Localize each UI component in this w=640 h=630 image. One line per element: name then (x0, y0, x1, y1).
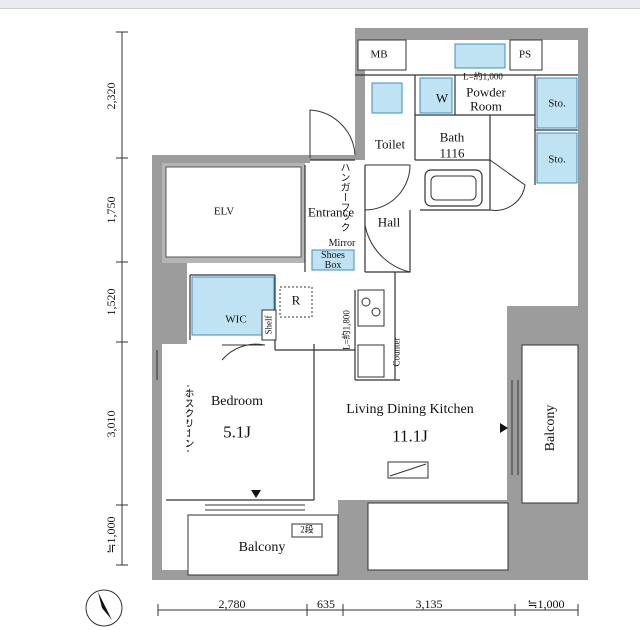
north-compass-icon (85, 589, 123, 627)
toilet-fixture (371, 82, 403, 114)
dim-horizontal-4: ≒1,000 (527, 597, 565, 611)
wall-bottom-mid (338, 500, 368, 580)
entry-arrow-bed (251, 490, 261, 498)
label-powder-length: L=約1,000 (463, 71, 503, 82)
mb-room (357, 39, 407, 71)
dim-horizontal-2: 635 (317, 597, 335, 611)
wic-shelf-area (191, 276, 275, 336)
balcony-right-area (521, 344, 579, 504)
refrigerator-box (279, 286, 313, 318)
label-sto-2: Sto. (548, 153, 566, 166)
dim-vertical-3: 1,520 (104, 288, 118, 316)
browser-top-strip (0, 0, 640, 9)
label-elv: ELV (213, 205, 235, 218)
label-mirror: Mirror (328, 238, 356, 249)
label-sto-1: Sto. (548, 97, 566, 110)
ps-room (509, 39, 543, 71)
label-ps: PS (518, 48, 532, 61)
shoes-box (311, 249, 355, 271)
dim-horizontal-1: 2,780 (218, 597, 246, 611)
sto-bottom (536, 132, 578, 184)
label-w: W (435, 90, 449, 106)
wall-right-lower (578, 306, 588, 580)
powder-sink (454, 43, 506, 69)
label-shoes-1: Shoes (321, 250, 345, 261)
dim-horizontal-3: 3,135 (415, 597, 443, 611)
label-toilet: Toilet (374, 136, 406, 152)
wall-bal-right (507, 340, 522, 500)
label-bath-2: 1116 (439, 145, 465, 161)
dim-vertical-4: 3,010 (104, 410, 118, 438)
kitchen-sink (357, 344, 385, 378)
w-washer (419, 77, 453, 114)
dim-vertical-5: ≒1,000 (104, 516, 118, 554)
sto-top (536, 77, 578, 129)
label-balcony-bottom: Balcony (238, 540, 286, 555)
shelf-unit (261, 309, 277, 341)
label-hoscreen: ホスクリーン (182, 388, 193, 448)
entry-arrow-ldk (500, 423, 508, 433)
label-counter: Counter (391, 337, 402, 367)
label-balcony-right: Balcony (543, 404, 558, 452)
label-hall: Hall (377, 214, 401, 230)
elv-shaft (165, 166, 302, 258)
bathtub (424, 169, 483, 207)
floor-heating-mark (387, 461, 429, 479)
label-bedroom-name: Bedroom (210, 394, 264, 409)
label-refrigerator: R (291, 292, 301, 308)
label-entrance: Entrance (307, 204, 355, 220)
label-ldk-name: Living Dining Kitchen (346, 402, 474, 417)
label-ldk-size: 11.1J (392, 426, 428, 446)
dim-vertical-2: 1,750 (104, 196, 118, 224)
label-bath-1: Bath (439, 129, 465, 145)
exterior-wall (152, 28, 588, 580)
wall-left-mid (162, 263, 187, 343)
label-kitchen-length: L=約1,800 (341, 310, 352, 350)
label-step-tag: 2段 (300, 524, 314, 535)
dim-vertical-1: 2,320 (104, 82, 118, 110)
label-bedroom-size: 5.1J (223, 422, 251, 442)
label-shelf: Shelf (263, 315, 274, 335)
label-shoes-2: Box (324, 260, 342, 271)
label-powder-1: Powder (466, 84, 506, 100)
stove (357, 289, 385, 327)
label-powder-2: Room (470, 98, 502, 114)
label-hanger-hook: ハンガーフック (338, 162, 349, 232)
label-wic: WIC (225, 313, 247, 326)
label-mb: MB (370, 48, 388, 61)
